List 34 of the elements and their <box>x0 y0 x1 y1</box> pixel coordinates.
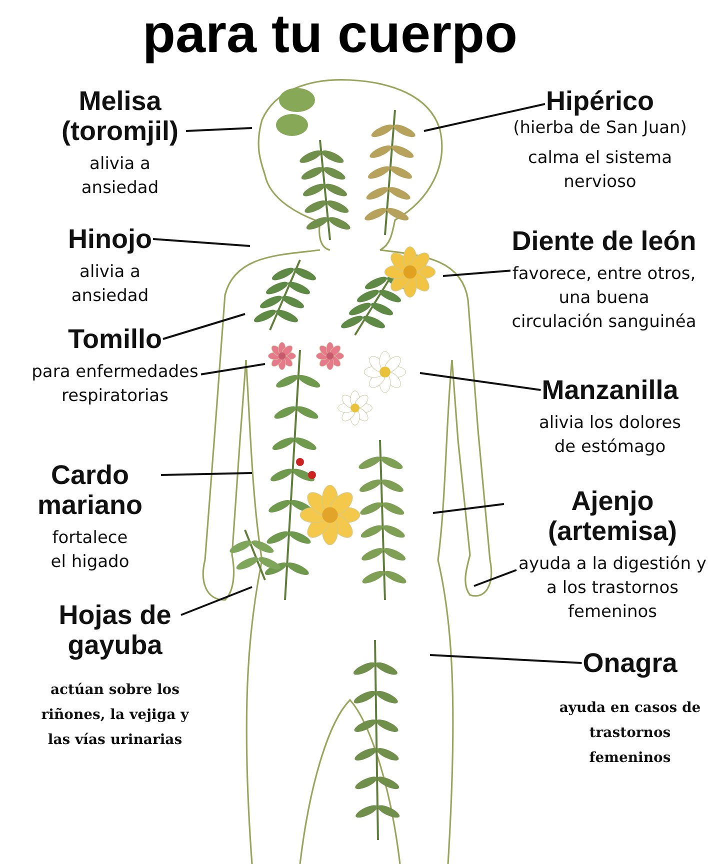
leader-line <box>432 503 504 514</box>
herb-description: alivia a ansiedad <box>80 153 160 200</box>
herb-name: Manzanilla <box>542 375 678 405</box>
herb-description: alivia los dolores de estómago <box>538 412 682 459</box>
herb-name: Hojas de gayuba <box>58 600 172 660</box>
leader-line <box>474 569 517 587</box>
herb-name: Hinojo <box>68 224 152 254</box>
herb-description: alivia a ansiedad <box>70 261 150 308</box>
herb-description: actúan sobre los riñones, la vejiga y las vías urinarias <box>40 681 190 750</box>
herb-description: calma el sistema nervioso <box>527 147 673 194</box>
herb-name: Cardo mariano <box>36 460 144 520</box>
leader-line <box>430 654 582 664</box>
herb-description: favorece, entre otros, una buena circulación sanguinéa <box>512 263 696 334</box>
herb-name: Hipérico <box>546 86 654 116</box>
herb-name: Ajenjo (artemisa) <box>546 486 678 546</box>
leader-line <box>424 103 546 132</box>
leader-line <box>162 313 246 340</box>
herb-name: Diente de león <box>512 226 696 256</box>
herb-description: ayuda a la digestión y a los trastornos femeninos <box>518 553 708 624</box>
herb-name: Tomillo <box>68 324 162 354</box>
leader-line <box>200 363 266 376</box>
herb-description: para enfermedades respiratorias <box>30 361 200 408</box>
leader-line <box>442 270 511 277</box>
herb-name: Onagra <box>582 648 678 678</box>
leader-line <box>420 372 541 391</box>
herb-description: fortalece el higado <box>50 527 130 574</box>
leader-line <box>160 472 252 476</box>
herb-alt-name: (hierba de San Juan) <box>513 117 687 140</box>
title: para tu cuerpo <box>141 3 519 66</box>
leader-line <box>186 127 252 132</box>
herb-description: ayuda en casos de trastornos femeninos <box>558 699 702 768</box>
herb-name: Melisa (toromjil) <box>60 86 180 146</box>
leader-line <box>180 586 252 616</box>
leader-line <box>152 238 250 247</box>
